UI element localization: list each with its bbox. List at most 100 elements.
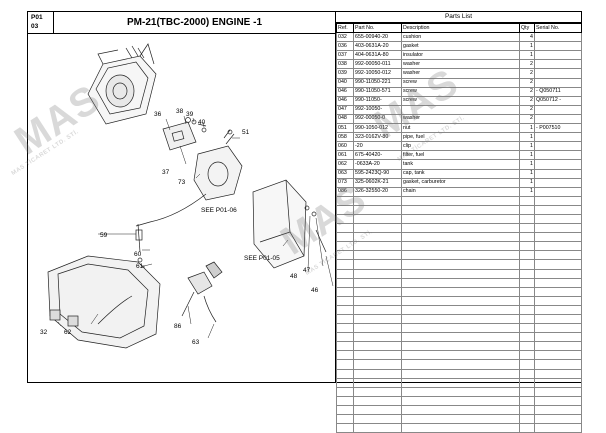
cell-empty (336, 350, 354, 361)
cell-empty (534, 359, 582, 370)
parts-row-empty (336, 368, 582, 379)
cell-empty (534, 404, 582, 416)
cell-part-no: 403-0631A-20 (353, 41, 402, 52)
cell-empty (353, 195, 402, 206)
cell-ref: 062 (336, 159, 354, 170)
cell-empty (336, 195, 354, 206)
callout-51: 51 (242, 129, 250, 136)
callout-73: 73 (178, 179, 186, 186)
cell-empty (401, 414, 520, 425)
cell-empty (519, 213, 535, 225)
cell-part-no: 990-11050-571 (353, 86, 402, 97)
cell-part-no: 990-1050-012 (353, 123, 402, 134)
parts-row-empty (336, 295, 582, 306)
parts-row-empty (336, 250, 582, 261)
cell-empty (353, 323, 402, 334)
col-serial-no: Serial No. (534, 22, 582, 34)
cell-empty (336, 277, 354, 288)
parts-row-empty (336, 395, 582, 406)
cell-empty (534, 250, 582, 261)
cell-qty: 2 (519, 113, 535, 125)
cell-serial-no (534, 177, 582, 188)
cell-part-no: 992-10050- (353, 104, 402, 115)
cell-serial-no (534, 132, 582, 143)
cell-qty: 2 (519, 86, 535, 97)
cell-part-no: 992-00050-0 (353, 113, 402, 125)
cell-empty (353, 241, 402, 252)
cell-empty (519, 341, 535, 352)
page-title: PM-21(TBC-2000) ENGINE -1 (54, 12, 335, 34)
cell-empty (353, 395, 402, 406)
page-code-line2: 03 (31, 23, 39, 30)
callout-see-p01-06: SEE P01-06 (201, 207, 237, 214)
parts-row-empty (336, 241, 582, 252)
cell-serial-no (534, 141, 582, 152)
cell-serial-no (534, 41, 582, 52)
cell-empty (519, 313, 535, 325)
cell-empty (401, 213, 520, 225)
cell-qty: 4 (519, 32, 535, 43)
cell-empty (519, 304, 535, 316)
cell-empty (401, 241, 520, 252)
parts-row-empty (336, 313, 582, 325)
cell-empty (519, 332, 535, 343)
cell-qty: 1 (519, 150, 535, 161)
cell-serial-no (534, 32, 582, 43)
cell-empty (336, 204, 354, 215)
cell-empty (534, 295, 582, 306)
cell-part-no: 990-11050-221 (353, 77, 402, 88)
cell-description: cap, tank (401, 168, 520, 179)
callout-63: 63 (192, 339, 200, 346)
cell-empty (353, 332, 402, 343)
cell-empty (534, 423, 582, 433)
callout-39: 39 (186, 111, 194, 118)
callout-36: 36 (154, 111, 162, 118)
cell-empty (401, 277, 520, 288)
exploded-parts-diagram: 36 38 39 40 51 37 73 SEE P01-06 SEE P01-… (40, 43, 334, 349)
cell-empty (401, 286, 520, 297)
page-code-box: P01 03 (28, 12, 54, 34)
cell-serial-no (534, 50, 582, 61)
cell-empty (336, 223, 354, 234)
cell-empty (353, 268, 402, 279)
cell-description: cushion (401, 32, 520, 43)
cell-empty (353, 377, 402, 388)
col-qty: Qty (519, 22, 535, 34)
callout-46: 46 (311, 287, 319, 294)
cell-description: washer (401, 59, 520, 70)
cell-serial-no: - P007510 (534, 123, 582, 134)
cell-qty: 1 (519, 168, 535, 179)
cell-empty (336, 386, 354, 397)
cell-empty (336, 250, 354, 261)
cell-empty (353, 277, 402, 288)
cell-serial-no (534, 186, 582, 197)
parts-row-empty (336, 223, 582, 234)
cell-part-no: 655-00940-20 (353, 32, 402, 43)
insulator-drawing (162, 121, 197, 151)
cell-empty (336, 332, 354, 343)
cell-ref: 046 (336, 95, 354, 106)
parts-sheet: P01 03 PM-21(TBC-2000) ENGINE -1 (27, 11, 582, 433)
cell-ref: 036 (336, 41, 354, 52)
cell-ref: 086 (336, 186, 354, 197)
cell-empty (401, 359, 520, 370)
cell-empty (519, 377, 535, 388)
parts-list-panel: Parts List Ref. Part No. Description Qty… (335, 12, 582, 433)
cell-empty (401, 323, 520, 334)
cell-part-no: -20 (353, 141, 402, 152)
cell-empty (353, 232, 402, 243)
cell-empty (336, 286, 354, 297)
cell-description: washer (401, 113, 520, 125)
cell-empty (336, 395, 354, 406)
cell-qty: 2 (519, 59, 535, 70)
cell-part-no: 675-40420- (353, 150, 402, 161)
